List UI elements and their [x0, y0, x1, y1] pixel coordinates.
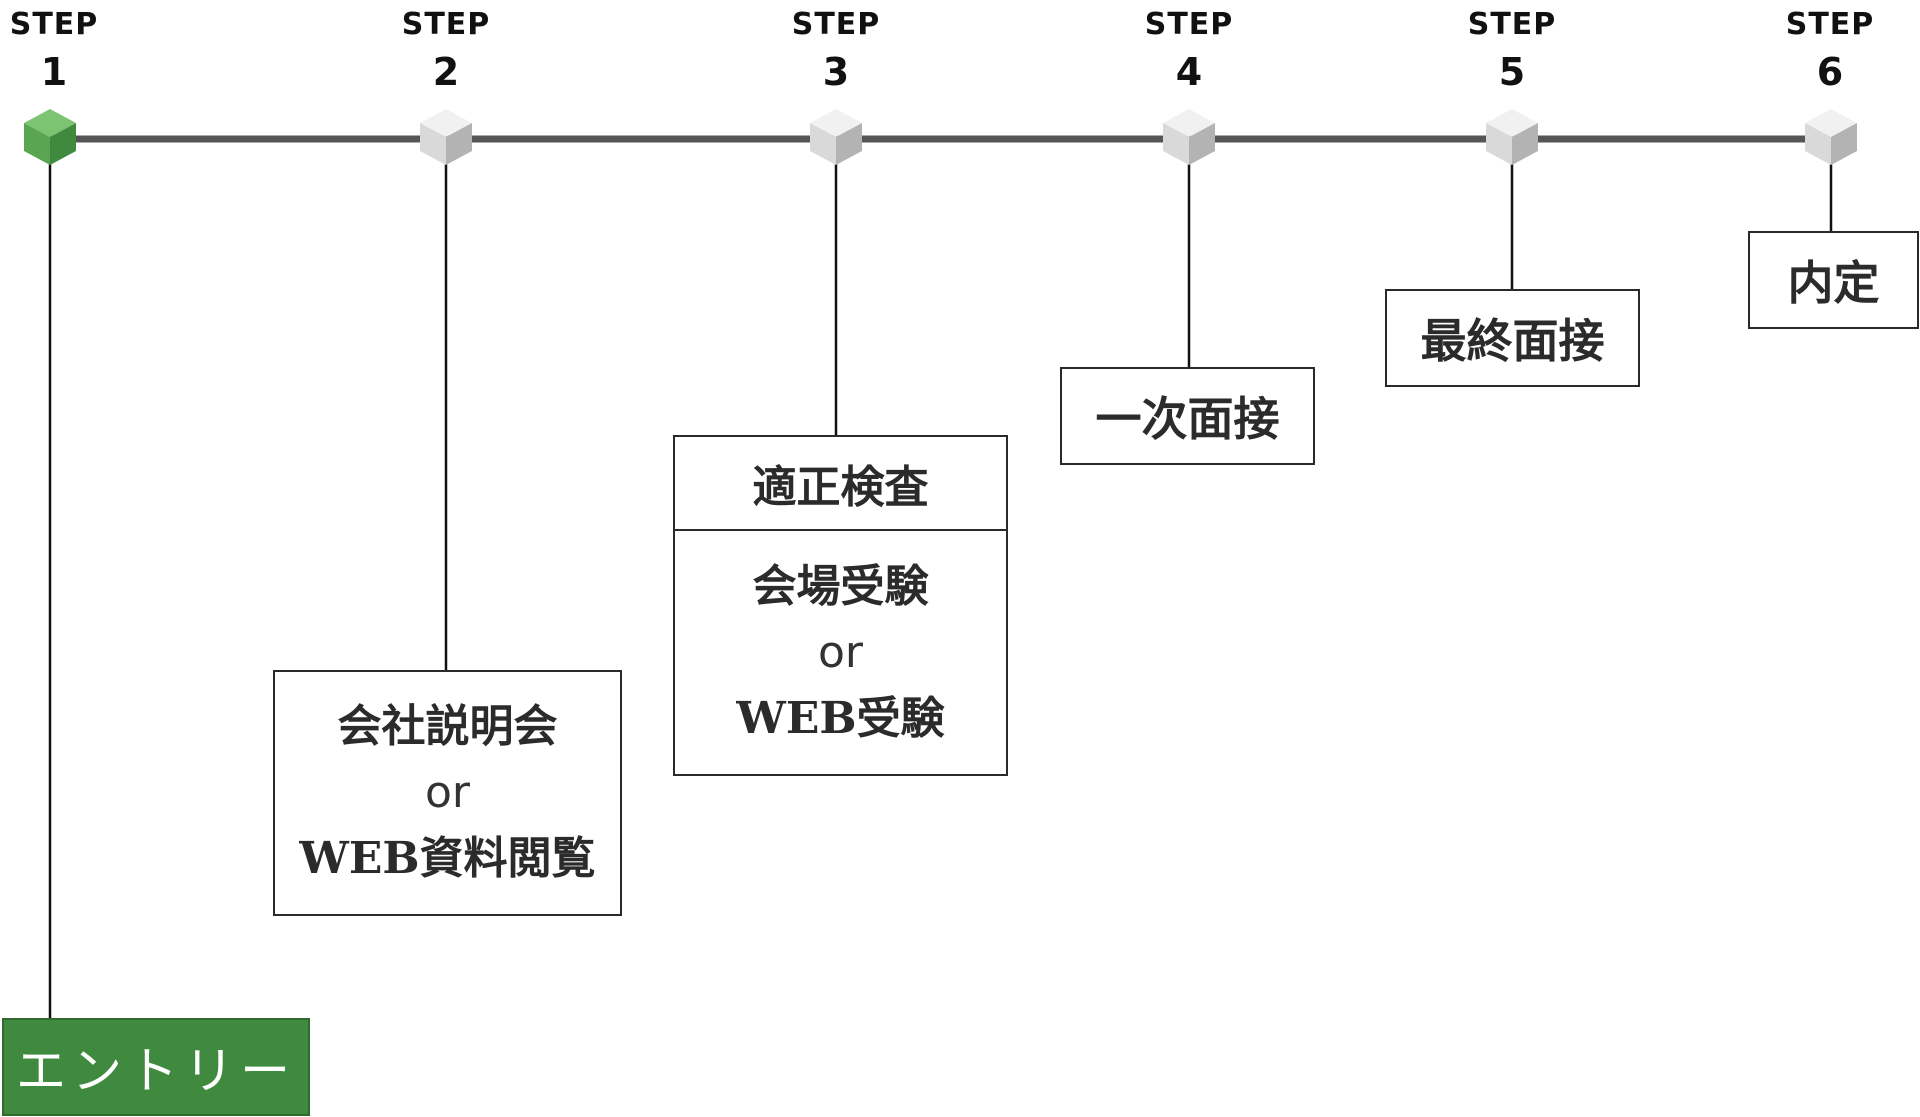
step-number: 3 [822, 50, 850, 94]
web-materials-label: WEB資料閲覧 [299, 833, 596, 884]
step-1-node-icon [24, 109, 76, 165]
step-5-node-icon [1486, 109, 1538, 165]
job-offer-label: 内定 [1787, 256, 1880, 310]
step-3-node-icon [810, 109, 862, 165]
step-number: 5 [1498, 50, 1526, 94]
job-offer-box: 内定 [1748, 231, 1919, 329]
step-1-label: STEP 1 [0, 7, 124, 94]
step-4-node-icon [1163, 109, 1215, 165]
step-6-label: STEP 6 [1760, 7, 1900, 94]
company-briefing-label: 会社説明会 [337, 701, 558, 752]
step-word: STEP [1785, 7, 1875, 42]
step-word: STEP [791, 7, 881, 42]
or-label: or [817, 626, 863, 678]
step-5-label: STEP 5 [1442, 7, 1582, 94]
or-label: or [424, 767, 470, 818]
step-2-label: STEP 2 [376, 7, 516, 94]
step-number: 2 [432, 50, 460, 94]
step-number: 4 [1175, 50, 1203, 94]
step-4-label: STEP 4 [1119, 7, 1259, 94]
step-word: STEP [1467, 7, 1557, 42]
company-briefing-box: 会社説明会 or WEB資料閲覧 [273, 670, 622, 916]
first-interview-label: 一次面接 [1095, 392, 1280, 446]
step-word: STEP [401, 7, 491, 42]
entry-box: エントリー [2, 1018, 310, 1116]
aptitude-test-options: 会場受験 or WEB受験 [675, 531, 1006, 774]
step-word: STEP [9, 7, 99, 42]
step-number: 1 [40, 50, 68, 94]
entry-label: エントリー [16, 1042, 296, 1100]
step-6-node-icon [1805, 109, 1857, 165]
final-interview-label: 最終面接 [1420, 314, 1605, 368]
first-interview-box: 一次面接 [1060, 367, 1315, 465]
venue-exam-label: 会場受験 [752, 560, 929, 612]
step-3-label: STEP 3 [766, 7, 906, 94]
web-exam-label: WEB受験 [736, 692, 945, 744]
final-interview-box: 最終面接 [1385, 289, 1640, 387]
step-number: 6 [1816, 50, 1844, 94]
aptitude-test-box: 適正検査 会場受験 or WEB受験 [673, 435, 1008, 776]
step-2-node-icon [420, 109, 472, 165]
aptitude-test-title: 適正検査 [675, 437, 1006, 531]
step-word: STEP [1144, 7, 1234, 42]
